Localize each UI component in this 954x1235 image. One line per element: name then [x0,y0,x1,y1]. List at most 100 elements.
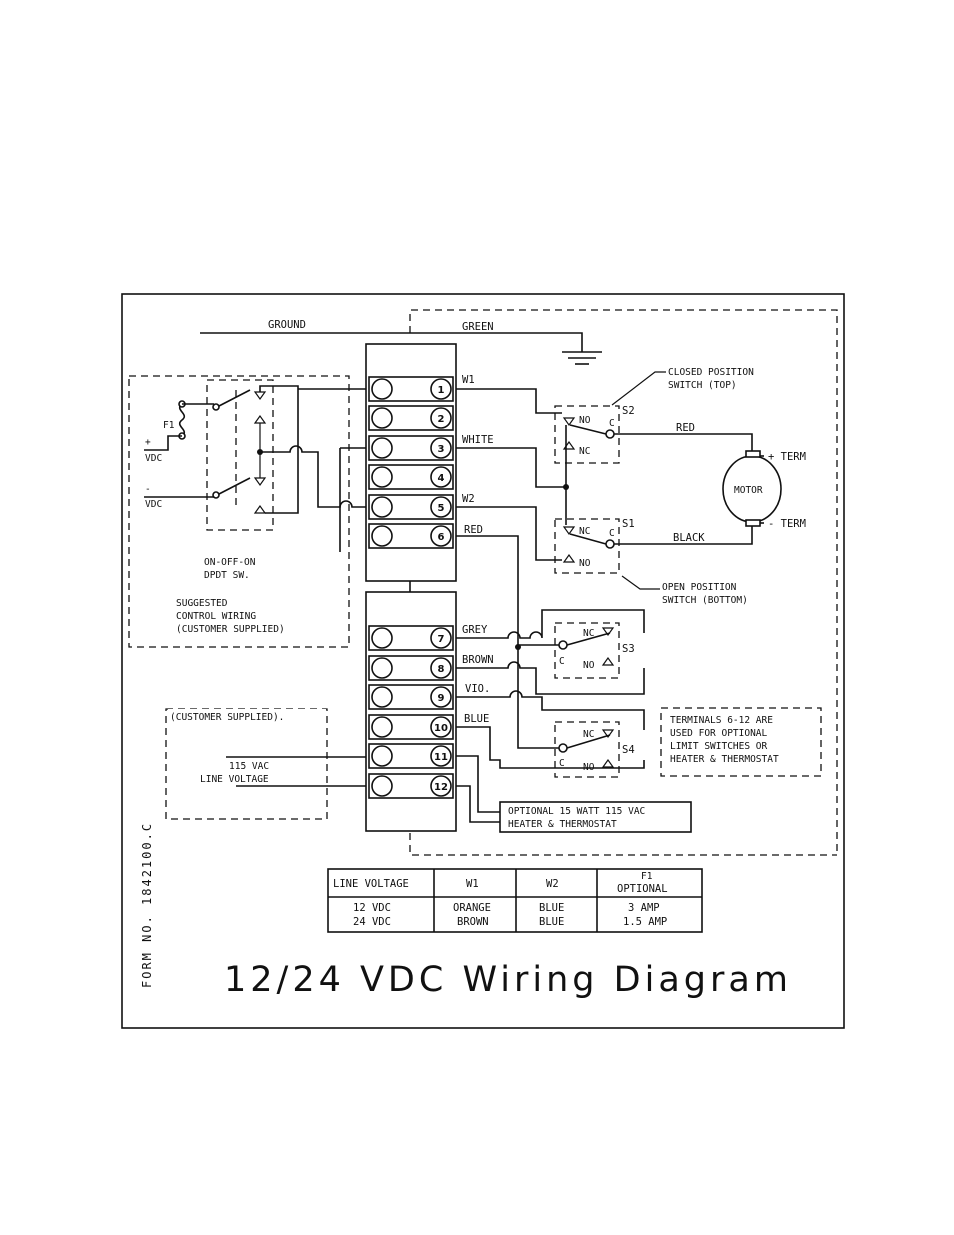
td-1-2: BLUE [539,916,564,928]
s1-label: S1 [622,518,635,530]
label-ground: GROUND [268,319,306,331]
terminal-10: 10 [368,714,454,740]
terminal-number: 9 [438,693,445,704]
customer-supplied-box: (CUSTOMER SUPPLIED). 115 VAC LINE VOLTAG… [165,708,366,820]
s2-no: NO [579,415,591,426]
terminal-number: 4 [438,473,445,484]
heater-note-2: HEATER & THERMOSTAT [508,819,617,830]
terminal-3: 3 [368,435,454,461]
limit-switch-wires [456,388,569,749]
s1-no: NO [579,558,591,569]
control-3: (CUSTOMER SUPPLIED) [176,624,285,635]
line-2: LINE VOLTAGE [200,774,269,785]
s1-nc: NC [579,526,590,537]
terminal-number: 7 [438,634,445,645]
td-1-0: 24 VDC [353,916,391,928]
note-open-2: SWITCH (BOTTOM) [662,595,748,606]
label-brown: BROWN [462,654,494,666]
td-0-2: BLUE [539,902,564,914]
s4-label: S4 [622,744,635,756]
switch-s4: NC C NO S4 [554,721,635,778]
s2-label: S2 [622,405,635,417]
note-closed-2: SWITCH (TOP) [668,380,737,391]
terminal-11: 11 [368,743,454,769]
label-red-motor: RED [676,422,695,434]
label-minus: - [145,484,151,495]
control-1: SUGGESTED [176,598,228,609]
switch-s3: NC C NO S3 [554,622,635,679]
th-w2: W2 [546,878,559,890]
terminals-note-2: USED FOR OPTIONAL [670,728,768,739]
terminal-number: 6 [438,532,445,543]
terminal-9: 9 [368,684,454,710]
control-wiring: F1 + VDC - VDC ON-OFF-ON DPDT SW. SUGGES… [128,375,366,648]
motor-label: MOTOR [734,485,763,496]
td-0-1: ORANGE [453,902,491,914]
label-plus-term: + TERM [768,451,806,463]
terminal-2: 2 [368,405,454,431]
switch-notes: CLOSED POSITION SWITCH (TOP) OPEN POSITI… [611,367,754,606]
s2-nc: NC [579,446,590,457]
heater-note-1: OPTIONAL 15 WATT 115 VAC [508,806,645,817]
terminal-number: 3 [438,444,445,455]
wire-color-table: LINE VOLTAGE W1 W2 F1 OPTIONAL 12 VDC OR… [327,868,703,933]
optional-wires [456,609,645,823]
terminals-note: TERMINALS 6-12 ARE USED FOR OPTIONAL LIM… [660,707,822,777]
customer-label: (CUSTOMER SUPPLIED). [170,712,284,723]
dpdt-1: ON-OFF-ON [204,557,256,568]
td-1-3: 1.5 AMP [623,916,667,928]
s2-c: C [609,418,615,429]
note-open-1: OPEN POSITION [662,582,737,593]
td-1-1: BROWN [457,916,489,928]
terminal-5: 5 [368,494,454,520]
label-vdc-pos: VDC [145,453,162,464]
label-w2: W2 [462,493,475,505]
terminals-note-4: HEATER & THERMOSTAT [670,754,779,765]
terminal-8: 8 [368,655,454,681]
terminal-number: 5 [438,503,445,514]
label-vdc-neg: VDC [145,499,162,510]
heater-box: OPTIONAL 15 WATT 115 VAC HEATER & THERMO… [499,801,692,833]
label-f1: F1 [163,420,175,431]
label-blue: BLUE [464,713,489,725]
label-black-motor: BLACK [673,532,705,544]
th-line-voltage: LINE VOLTAGE [333,878,409,890]
terminal-7: 7 [368,625,454,651]
label-plus: + [145,437,151,448]
s3-c: C [559,656,565,667]
s1-c: C [609,528,615,539]
switch-s2: NO NC C S2 RED [554,405,753,464]
label-grey: GREY [462,624,488,636]
terminal-12: 12 [368,773,454,799]
terminal-4: 4 [368,464,454,490]
s4-c: C [559,758,565,769]
ground-wiring: GROUND GREEN [200,309,838,856]
th-w1: W1 [466,878,479,890]
s3-nc: NC [583,628,594,639]
terminal-6: 6 [368,523,454,549]
th-optional: OPTIONAL [617,883,668,895]
dpdt-2: DPDT SW. [204,570,250,581]
terminal-1: 1 [368,376,454,402]
terminal-number: 2 [438,414,445,425]
label-red: RED [464,524,483,536]
s3-label: S3 [622,643,635,655]
terminal-number: 10 [434,723,448,734]
terminals-note-1: TERMINALS 6-12 ARE [670,715,773,726]
switch-s1: NC NO C S1 BLACK [554,518,753,574]
label-vio: VIO. [465,683,490,695]
note-closed-1: CLOSED POSITION [668,367,754,378]
terminal-number: 12 [434,782,448,793]
s4-nc: NC [583,729,594,740]
label-white: WHITE [462,434,494,446]
s4-no: NO [583,762,595,773]
terminal-number: 11 [434,752,448,763]
terminal-number: 1 [438,385,445,396]
td-0-3: 3 AMP [628,902,660,914]
label-green: GREEN [462,321,494,333]
th-f1: F1 [641,871,653,882]
label-minus-term: - TERM [768,518,806,530]
s3-no: NO [583,660,595,671]
terminals-note-3: LIMIT SWITCHES OR [670,741,768,752]
